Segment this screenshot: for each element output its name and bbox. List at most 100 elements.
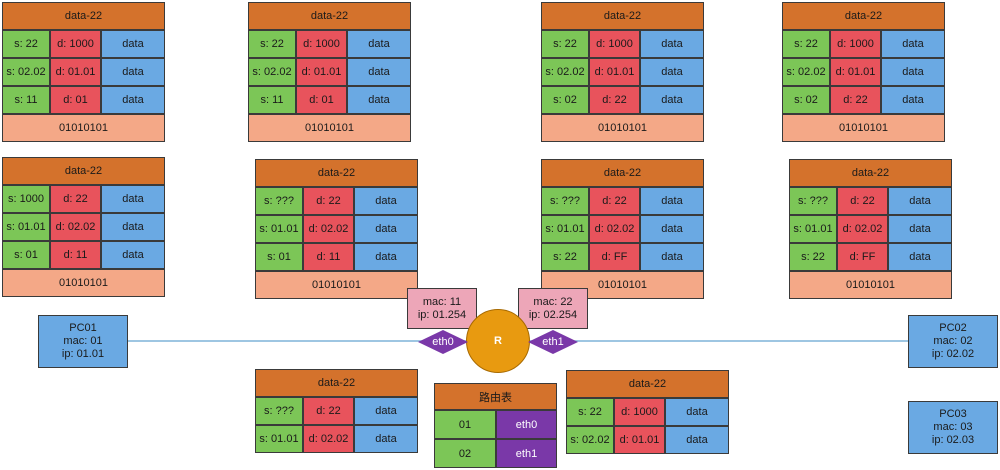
packet-payload: 01010101: [2, 114, 165, 142]
eth0-port: eth0: [418, 330, 468, 354]
device-ip: ip: 02.02: [931, 348, 975, 360]
source-field: s: 1000: [2, 185, 50, 213]
packet-header: data-22: [782, 2, 945, 30]
data-field: data: [881, 86, 945, 114]
source-field: s: 22: [566, 398, 614, 426]
dest-field: d: 02.02: [303, 215, 354, 243]
data-field: data: [347, 86, 411, 114]
data-field: data: [888, 187, 952, 215]
data-field: data: [640, 30, 704, 58]
source-field: s: 01.01: [541, 215, 589, 243]
routing-table-interface: eth1: [496, 439, 557, 468]
eth1-port: eth1: [528, 330, 578, 354]
data-field: data: [888, 215, 952, 243]
packet-payload: 01010101: [782, 114, 945, 142]
data-field: data: [101, 185, 165, 213]
data-field: data: [354, 425, 418, 453]
dest-field: d: 01.01: [614, 426, 665, 454]
source-field: s: 22: [2, 30, 50, 58]
router-node: R: [466, 309, 530, 373]
packet-payload: 01010101: [248, 114, 411, 142]
source-field: s: ???: [255, 397, 303, 425]
dest-field: d: 02.02: [303, 425, 354, 453]
device-mac: mac: 03: [933, 421, 973, 433]
source-field: s: 22: [248, 30, 296, 58]
eth1-port-label: eth1: [542, 336, 564, 348]
packet-payload: 01010101: [789, 271, 952, 299]
source-field: s: 11: [2, 86, 50, 114]
routing-table: 路由表 01 eth0 02 eth1: [434, 383, 557, 468]
data-field: data: [881, 30, 945, 58]
packet-header: data-22: [248, 2, 411, 30]
source-field: s: 01: [255, 243, 303, 271]
source-field: s: 02.02: [566, 426, 614, 454]
source-field: s: 02: [541, 86, 589, 114]
device-name: PC01: [69, 322, 97, 334]
data-field: data: [640, 58, 704, 86]
pc01-device: PC01 mac: 01 ip: 01.01: [38, 315, 128, 368]
dest-field: d: FF: [837, 243, 888, 271]
data-field: data: [101, 30, 165, 58]
source-field: s: 22: [541, 243, 589, 271]
routing-table-title: 路由表: [434, 383, 557, 410]
pc03-device: PC03 mac: 03 ip: 02.03: [908, 401, 998, 454]
data-field: data: [101, 86, 165, 114]
router-label: R: [494, 335, 502, 347]
source-field: s: 02.02: [541, 58, 589, 86]
data-field: data: [354, 187, 418, 215]
packet-header: data-22: [255, 369, 418, 397]
data-field: data: [881, 58, 945, 86]
dest-field: d: 22: [303, 187, 354, 215]
dest-field: d: 02.02: [50, 213, 101, 241]
data-field: data: [101, 213, 165, 241]
eth1-info: mac: 22 ip: 02.254: [518, 288, 588, 329]
device-ip: ip: 01.01: [61, 348, 105, 360]
routing-table-network: 02: [434, 439, 496, 468]
source-field: s: 22: [789, 243, 837, 271]
device-ip: ip: 02.03: [931, 434, 975, 446]
dest-field: d: 01.01: [589, 58, 640, 86]
dest-field: d: 1000: [296, 30, 347, 58]
packet-header: data-22: [566, 370, 729, 398]
dest-field: d: 02.02: [837, 215, 888, 243]
routing-table-interface: eth0: [496, 410, 557, 439]
source-field: s: 11: [248, 86, 296, 114]
eth0-ip: ip: 01.254: [417, 308, 467, 321]
packet-payload: 01010101: [2, 269, 165, 297]
dest-field: d: 11: [303, 243, 354, 271]
dest-field: d: 1000: [50, 30, 101, 58]
dest-field: d: 01.01: [296, 58, 347, 86]
device-name: PC02: [939, 322, 967, 334]
dest-field: d: 22: [837, 187, 888, 215]
port-diamond-shape: [528, 330, 578, 354]
source-field: s: ???: [541, 187, 589, 215]
data-field: data: [354, 243, 418, 271]
device-mac: mac: 02: [933, 335, 973, 347]
source-field: s: 02.02: [248, 58, 296, 86]
data-field: data: [888, 243, 952, 271]
source-field: s: 01.01: [2, 213, 50, 241]
data-field: data: [640, 187, 704, 215]
source-field: s: 01.01: [255, 425, 303, 453]
packet-header: data-22: [541, 159, 704, 187]
data-field: data: [640, 243, 704, 271]
data-field: data: [665, 426, 729, 454]
data-field: data: [101, 241, 165, 269]
source-field: s: ???: [255, 187, 303, 215]
eth1-mac: mac: 22: [533, 295, 573, 308]
packet-header: data-22: [789, 159, 952, 187]
packet-payload: 01010101: [255, 271, 418, 299]
dest-field: d: 22: [303, 397, 354, 425]
source-field: s: 01.01: [255, 215, 303, 243]
packet-header: data-22: [2, 2, 165, 30]
device-mac: mac: 01: [63, 335, 103, 347]
source-field: s: 02.02: [782, 58, 830, 86]
